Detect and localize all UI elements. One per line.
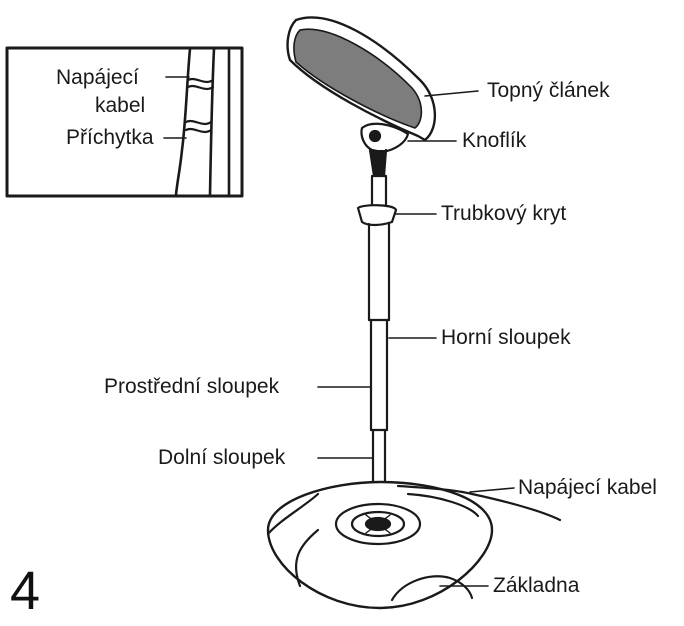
inset-label-clip: Příchytka (66, 126, 154, 149)
pole-column (317, 174, 437, 507)
label-power-cable: Napájecí kabel (518, 476, 657, 499)
label-knob: Knoflík (462, 129, 527, 152)
knob-bracket (360, 122, 457, 178)
label-base: Základna (493, 574, 580, 597)
label-middle-pole: Prostřední sloupek (104, 375, 280, 398)
heating-element (286, 16, 479, 142)
base-stand (266, 480, 562, 610)
label-lower-pole: Dolní sloupek (158, 446, 286, 469)
label-tube-cover: Trubkový kryt (441, 202, 567, 225)
figure-number: 4 (10, 561, 41, 621)
inset-cable-clip-detail (5, 46, 244, 198)
label-upper-pole: Horní sloupek (441, 326, 571, 349)
inset-label-cable-line1: Napájecí (56, 66, 139, 89)
label-heating-element: Topný článek (487, 79, 610, 102)
inset-label-cable-line2: kabel (95, 94, 146, 117)
